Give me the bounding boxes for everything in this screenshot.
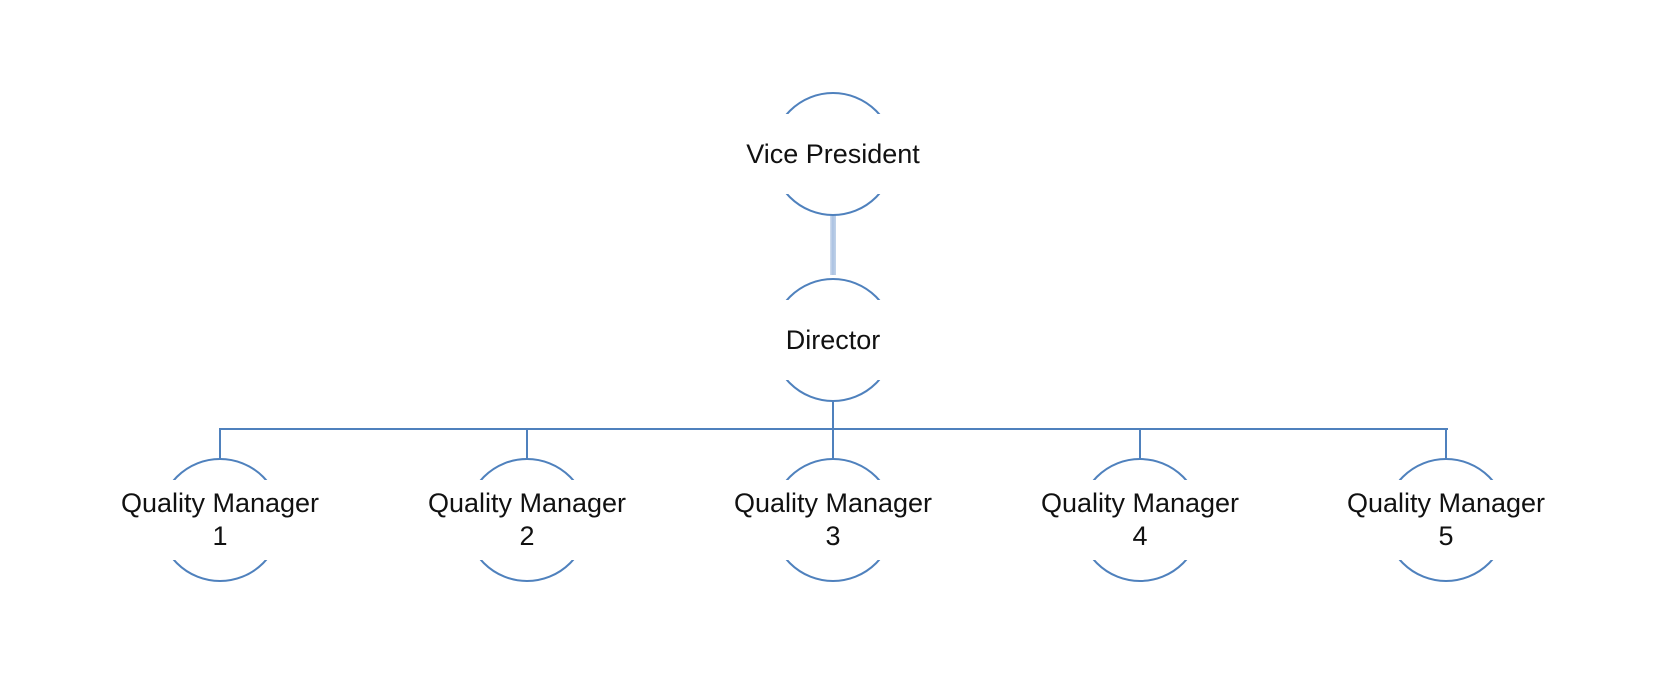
vice-president-label: Vice President: [746, 138, 920, 169]
quality-manager-5-node: Quality Manager 5: [1311, 480, 1581, 560]
quality-manager-4-title: Quality Manager: [1040, 488, 1240, 518]
quality-manager-2-node: Quality Manager 2: [392, 480, 662, 560]
connector-horizontal-bar: [220, 428, 1448, 430]
connector-drop-qm1: [219, 428, 221, 459]
quality-manager-1-node: Quality Manager 1: [85, 480, 355, 560]
connector-drop-qm3: [832, 428, 834, 459]
director-label: Director: [785, 324, 881, 355]
quality-manager-4-node: Quality Manager 4: [1005, 480, 1275, 560]
quality-manager-4-number: 4: [1132, 521, 1148, 551]
connector-director-stem: [832, 402, 834, 429]
quality-manager-3-node: Quality Manager 3: [698, 480, 968, 560]
connector-drop-qm2: [526, 428, 528, 459]
vice-president-node: Vice President: [698, 114, 968, 194]
connector-drop-qm4: [1139, 428, 1141, 459]
quality-manager-5-title: Quality Manager: [1346, 488, 1546, 518]
connector-drop-qm5: [1445, 428, 1447, 459]
connector-vp-to-director: [830, 215, 836, 275]
quality-manager-1-title: Quality Manager: [120, 488, 320, 518]
quality-manager-1-number: 1: [212, 521, 228, 551]
quality-manager-2-number: 2: [519, 521, 535, 551]
director-node: Director: [698, 300, 968, 380]
quality-manager-2-title: Quality Manager: [427, 488, 627, 518]
quality-manager-3-number: 3: [825, 521, 841, 551]
quality-manager-5-number: 5: [1438, 521, 1454, 551]
quality-manager-3-title: Quality Manager: [733, 488, 933, 518]
